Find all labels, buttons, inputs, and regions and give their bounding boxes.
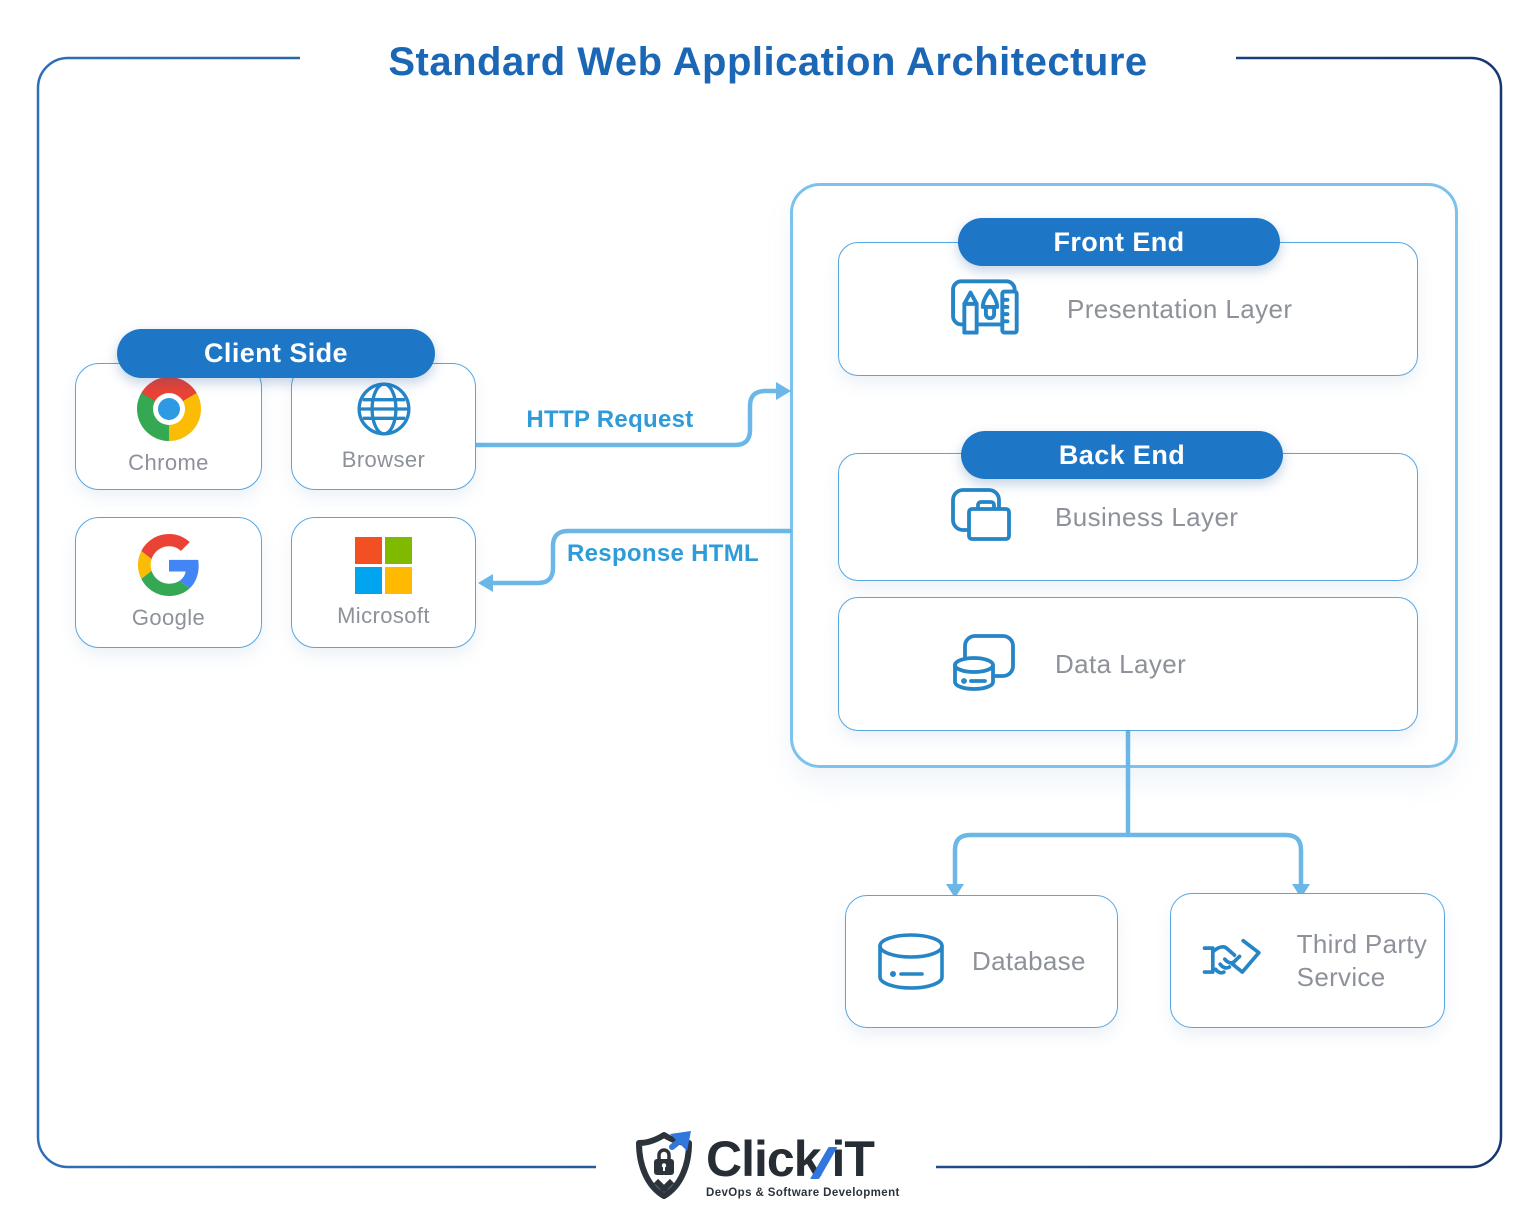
database-card: Database	[845, 895, 1118, 1028]
client-side-pill: Client Side	[117, 329, 435, 378]
design-tools-icon	[951, 279, 1019, 335]
chrome-logo-icon	[136, 377, 201, 441]
chrome-card: Chrome	[75, 363, 262, 490]
browser-card: Browser	[291, 363, 476, 490]
browser-card-label: Browser	[341, 447, 426, 472]
globe-icon	[356, 382, 411, 436]
page-title: Standard Web Application Architecture	[300, 34, 1236, 90]
microsoft-card-label: Microsoft	[337, 602, 430, 628]
third-party-service-label: Third Party Service	[1296, 929, 1428, 992]
microsoft-card: Microsoft	[291, 517, 476, 648]
response-html-arrowhead	[478, 574, 493, 592]
brand-word-it: iT	[831, 1130, 875, 1187]
database-frame-icon	[953, 634, 1015, 691]
business-layer-label: Business Layer	[1055, 501, 1239, 532]
front-end-pill: Front End	[958, 218, 1280, 266]
database-icon	[878, 932, 944, 990]
handshake-icon	[1202, 938, 1261, 975]
clickit-shield-icon	[636, 1131, 692, 1199]
third-party-service-card: Third Party Service	[1170, 893, 1445, 1028]
http-request-label: HTTP Request	[526, 406, 694, 433]
google-card-label: Google	[131, 605, 206, 630]
presentation-layer-label: Presentation Layer	[1067, 293, 1293, 324]
data-layer-card: Data Layer	[838, 597, 1418, 731]
microsoft-logo-icon	[355, 536, 412, 594]
data-layer-label: Data Layer	[1055, 648, 1187, 679]
brand-word-click: Click	[706, 1130, 822, 1187]
back-end-pill: Back End	[961, 431, 1283, 479]
database-label: Database	[972, 946, 1086, 977]
http-request-arrowhead	[776, 382, 791, 400]
response-html-label: Response HTML	[567, 540, 759, 567]
google-logo-icon	[137, 534, 199, 596]
briefcase-icon	[951, 488, 1011, 541]
clickit-tagline: DevOps & Software Development	[706, 1186, 900, 1199]
google-card: Google	[75, 517, 262, 648]
chrome-card-label: Chrome	[128, 450, 209, 475]
